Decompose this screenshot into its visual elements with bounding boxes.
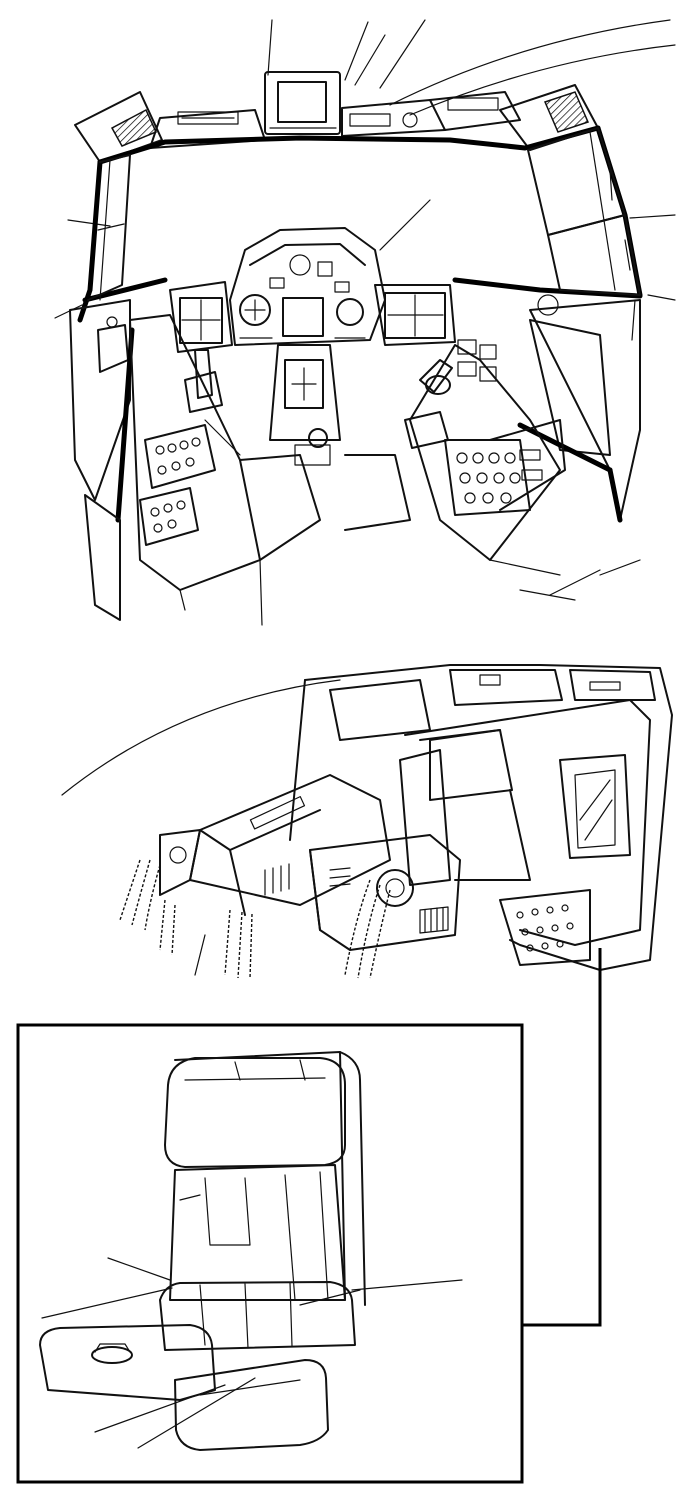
pilot-seat-icon (16, 1023, 524, 1484)
cockpit-module-exterior-icon (61, 664, 673, 1327)
cockpit-interior-icon (54, 19, 676, 626)
